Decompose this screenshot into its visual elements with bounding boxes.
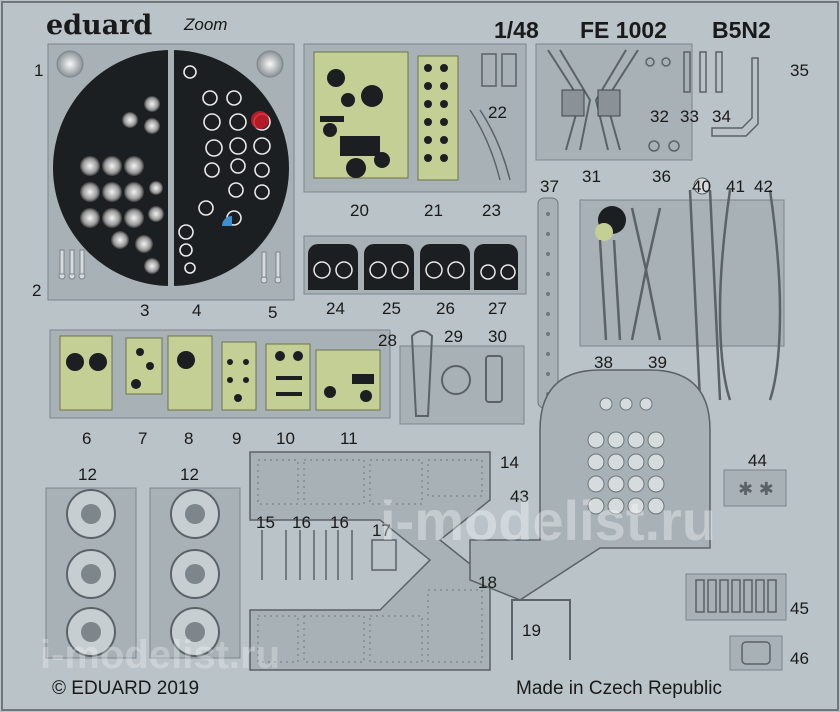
watermark-bottom: i-modelist.ru [40, 633, 280, 677]
part-label: 29 [444, 327, 463, 346]
part-number-labels: 1 2 3 4 5 6 7 8 9 10 11 12 12 14 15 16 1… [32, 61, 809, 668]
part-label: 7 [138, 429, 147, 448]
part-label: 9 [232, 429, 241, 448]
part-label: 34 [712, 107, 731, 126]
part-label: 17 [372, 521, 391, 540]
part-label: 16 [292, 513, 311, 532]
part-label: 46 [790, 649, 809, 668]
part-label: 11 [340, 429, 358, 448]
part-label: 30 [488, 327, 507, 346]
part-label: 35 [790, 61, 809, 80]
part-label: 1 [34, 61, 43, 80]
part-45 [685, 573, 787, 621]
panel-part-8 [167, 335, 213, 411]
part-label: 23 [482, 201, 501, 220]
part-label: 24 [326, 299, 345, 318]
model-name: B5N2 [712, 17, 771, 43]
part-label: 38 [594, 353, 613, 372]
part-label: 18 [478, 573, 497, 592]
scale-label: 1/48 [494, 17, 539, 43]
part-label: 37 [540, 177, 559, 196]
part-label: 6 [82, 429, 91, 448]
part-label: 33 [680, 107, 699, 126]
part-label: 8 [184, 429, 193, 448]
part-label: 45 [790, 599, 809, 618]
part-label: 44 [748, 451, 767, 470]
eduard-logo: eduard [46, 10, 152, 41]
fret-panel-28-30 [399, 345, 525, 425]
part-label: 42 [754, 177, 773, 196]
part-label: 16 [330, 513, 349, 532]
part-37-strip [537, 197, 559, 409]
part-label: 12 [180, 465, 199, 484]
part-label: 39 [648, 353, 667, 372]
part-label: 31 [582, 167, 601, 186]
part-label: 15 [256, 513, 275, 532]
part-19 [511, 599, 571, 660]
part-44 [723, 469, 787, 507]
panel-part-20 [313, 51, 409, 179]
part-label: 40 [692, 177, 711, 196]
part-label: 4 [192, 301, 201, 320]
part-44-star-icon: ✱ ✱ [738, 479, 774, 500]
catalog-number: FE 1002 [580, 17, 667, 43]
part-label: 20 [350, 201, 369, 220]
part-label: 25 [382, 299, 401, 318]
panel-part-21 [417, 55, 459, 181]
part-label: 5 [268, 303, 277, 322]
part-label: 12 [78, 465, 97, 484]
part-label: 22 [488, 103, 507, 122]
part-label: 3 [140, 301, 149, 320]
part-label: 14 [500, 453, 519, 472]
part-label: 43 [510, 487, 529, 506]
part-label: 27 [488, 299, 507, 318]
part-label: 26 [436, 299, 455, 318]
instrument-panel-part [47, 43, 295, 301]
zoom-logo: Zoom [183, 15, 227, 34]
part-label: 2 [32, 281, 41, 300]
copyright-label: © EDUARD 2019 [52, 678, 199, 699]
part-label: 36 [652, 167, 671, 186]
part-46 [729, 635, 783, 671]
panel-part-6 [59, 335, 113, 411]
part-label: 19 [522, 621, 541, 640]
part-label: 21 [424, 201, 443, 220]
part-label: 32 [650, 107, 669, 126]
origin-label: Made in Czech Republic [516, 678, 722, 699]
part-label: 41 [726, 177, 745, 196]
part-label: 10 [276, 429, 295, 448]
watermark-center: i-modelist.ru [380, 489, 716, 552]
part-label: 28 [378, 331, 397, 350]
